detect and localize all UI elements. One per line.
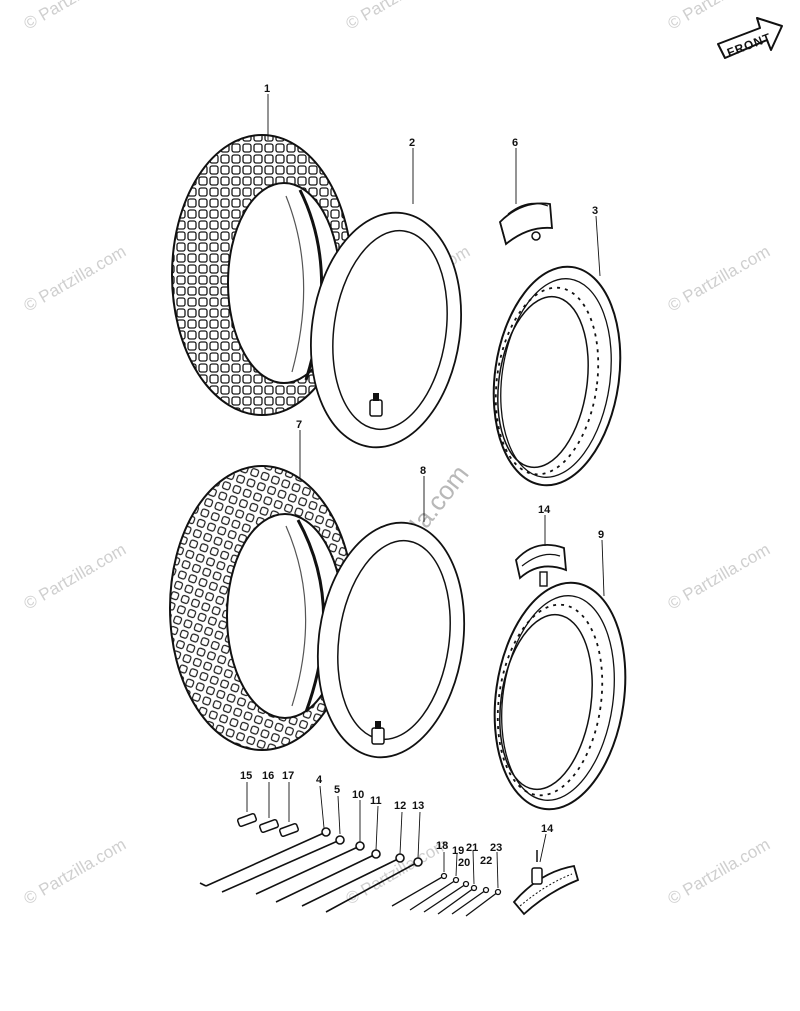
callout-23: 23 — [490, 842, 502, 854]
watermark: © Partzilla.com — [21, 242, 130, 316]
inner-tube-upper — [310, 211, 462, 449]
rim-protector-upper — [498, 202, 553, 246]
spoke-13 — [325, 857, 423, 913]
tire-lower — [169, 465, 355, 751]
nipple-15 — [236, 812, 258, 828]
spoke-21 — [437, 884, 478, 915]
callout-3: 3 — [592, 205, 598, 217]
callout-15: 15 — [240, 770, 252, 782]
callout-labels: 1 2 6 3 7 8 14 9 15 16 17 4 5 10 11 12 1… — [240, 83, 604, 869]
callout-22: 22 — [480, 855, 492, 867]
callout-7: 7 — [296, 419, 302, 431]
spoke-nipples — [236, 812, 300, 838]
callout-14-lower: 14 — [541, 823, 554, 835]
callout-12: 12 — [394, 800, 406, 812]
nipple-16 — [258, 818, 280, 834]
spoke-20 — [423, 880, 470, 913]
callout-18: 18 — [436, 840, 448, 852]
callout-4: 4 — [316, 774, 323, 786]
spoke-23 — [465, 888, 502, 917]
watermark: © Partzilla.com — [665, 242, 774, 316]
callout-19: 19 — [452, 845, 464, 857]
callout-17: 17 — [282, 770, 294, 782]
inner-tube-lower — [316, 521, 466, 759]
callout-1: 1 — [264, 83, 270, 95]
leader-lines — [246, 94, 605, 889]
front-arrow-badge: FRONT — [717, 17, 783, 60]
callout-20: 20 — [458, 857, 470, 869]
spokes-long — [199, 827, 423, 913]
callout-6: 6 — [512, 137, 518, 149]
watermark: © Partzilla.com — [21, 835, 130, 909]
callout-10: 10 — [352, 789, 364, 801]
spoke-19 — [409, 876, 460, 911]
spoke-4 — [199, 827, 331, 887]
spoke-22 — [451, 886, 490, 915]
rim-upper — [492, 265, 622, 487]
watermark: © Partzilla.com — [343, 0, 452, 33]
callout-8: 8 — [420, 465, 426, 477]
front-arrow-icon — [717, 17, 783, 59]
tube-valve-icon — [371, 721, 385, 745]
watermark: © Partzilla.com — [21, 0, 130, 33]
callout-9: 9 — [598, 529, 604, 541]
watermarks: © Partzilla.com © Partzilla.com © Partzi… — [21, 0, 774, 908]
watermark: © Partzilla.com — [665, 540, 774, 614]
spoke-5 — [221, 835, 345, 893]
spoke-10 — [255, 841, 365, 895]
callout-16: 16 — [262, 770, 274, 782]
callout-14-upper: 14 — [538, 504, 551, 516]
rim-lock-upper — [515, 544, 568, 587]
callout-2: 2 — [409, 137, 415, 149]
watermark: © Partzilla.com — [665, 835, 774, 909]
callout-13: 13 — [412, 800, 424, 812]
spoke-18 — [391, 872, 448, 907]
rim-lock-lower — [512, 850, 580, 916]
callout-11: 11 — [370, 795, 382, 807]
callout-21: 21 — [466, 842, 478, 854]
watermark: © Partzilla.com — [21, 540, 130, 614]
spokes-short — [391, 872, 502, 917]
nipple-17 — [278, 822, 300, 838]
rim-lower — [493, 581, 627, 811]
tube-valve-icon — [369, 393, 383, 417]
callout-5: 5 — [334, 784, 340, 796]
